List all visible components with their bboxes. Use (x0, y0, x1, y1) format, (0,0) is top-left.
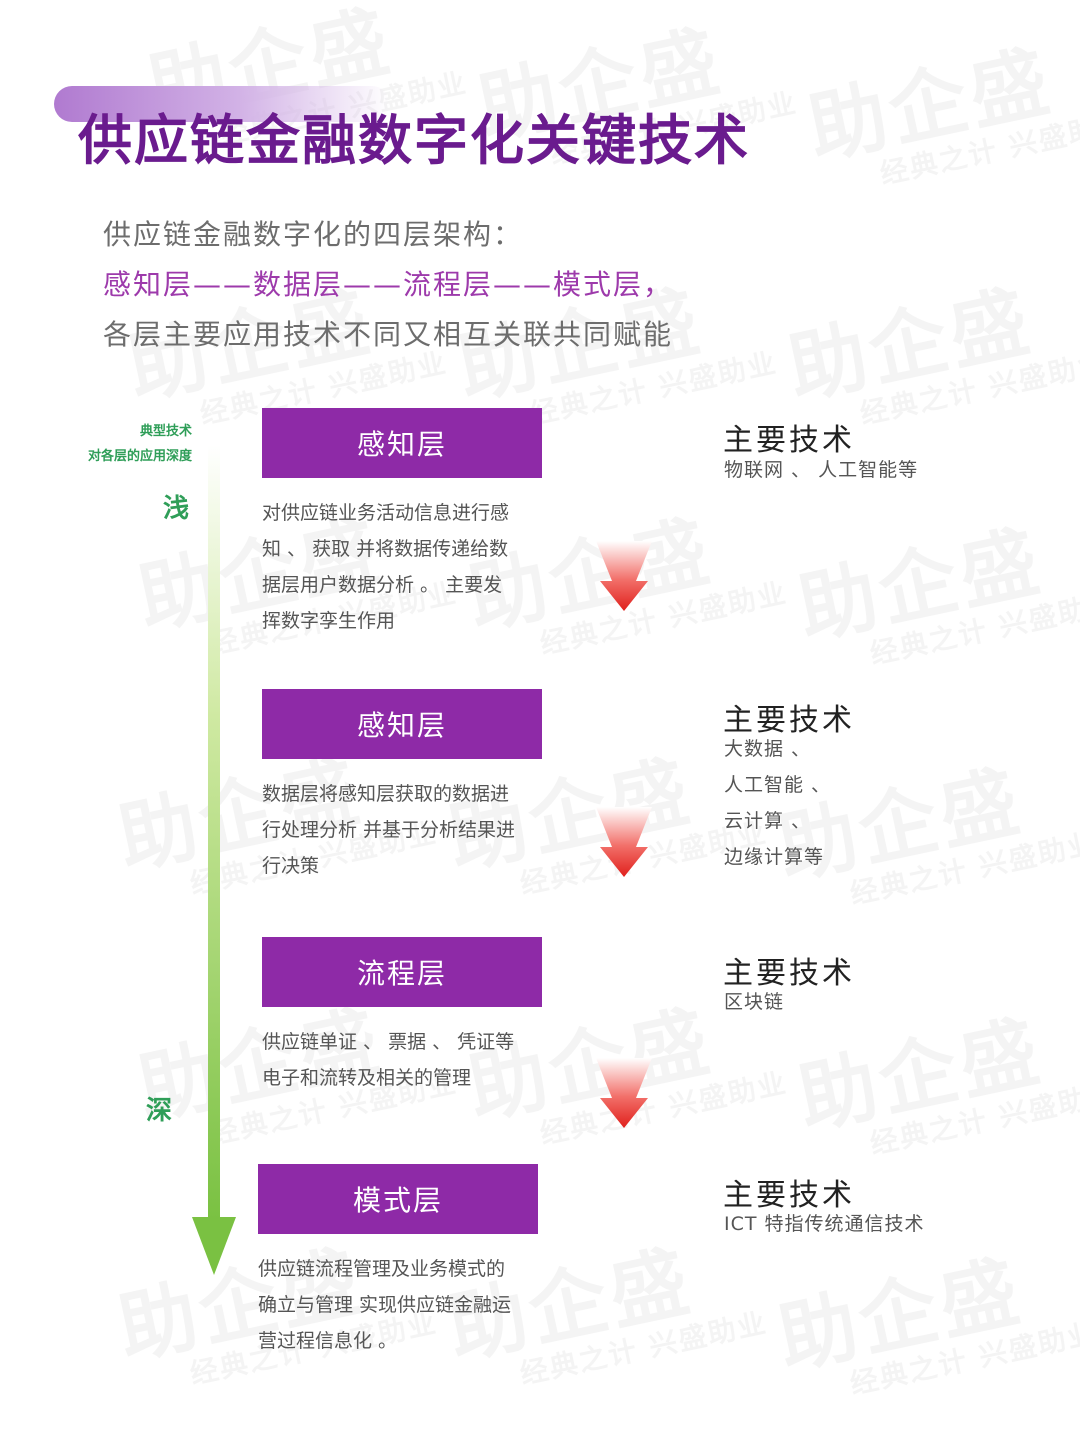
tech-list: ICT 特指传统通信技术 (724, 1206, 925, 1242)
tech-item: 物联网 、 人工智能等 (724, 459, 919, 481)
tech-item: 边缘计算等 (724, 846, 825, 868)
legend-label: 对各层的应用深度 (87, 449, 192, 464)
tech-title: 主要技术 (723, 703, 855, 738)
tech-item: 云计算 、 (724, 810, 812, 832)
desc-line: 供应链流程管理及业务模式的 (258, 1258, 506, 1280)
desc-line: 数据层将感知层获取的数据进 (262, 783, 510, 805)
watermark: 助企盛经典之计 兴盛助业 (771, 1239, 1080, 1411)
layer-description: 供应链流程管理及业务模式的 确立与管理 实现供应链金融运 营过程信息化 。 (258, 1251, 548, 1359)
desc-line: 知 、 获取 并将数据传递给数 (262, 538, 509, 560)
down-arrow-icon (596, 541, 652, 611)
depth-arrow (192, 445, 236, 1275)
tech-title: 主要技术 (723, 1178, 855, 1213)
watermark: 助企盛经典之计 兴盛助业 (801, 29, 1080, 201)
layer-description: 数据层将感知层获取的数据进 行处理分析 并基于分析结果进 行决策 (262, 776, 552, 884)
desc-line: 电子和流转及相关的管理 (262, 1067, 472, 1089)
desc-line: 据层用户数据分析 。 主要发 (262, 574, 503, 596)
intro-line: 各层主要应用技术不同又相互关联共同赋能 (103, 318, 674, 351)
layer-box-process: 流程层 (262, 937, 542, 1007)
intro: 供应链金融数字化的四层架构： 感知层——数据层——流程层——模式层， 各层主要应… (103, 210, 673, 360)
layer-box-model: 模式层 (258, 1164, 538, 1234)
tech-title: 主要技术 (723, 956, 855, 991)
page-title: 供应链金融数字化关键技术 (78, 109, 750, 172)
tech-item: 人工智能 、 (724, 774, 832, 796)
tech-list: 大数据 、 人工智能 、 云计算 、 边缘计算等 (724, 731, 831, 875)
tech-item: 大数据 、 (724, 738, 812, 760)
desc-line: 营过程信息化 。 (258, 1330, 398, 1352)
watermark: 助企盛经典之计 兴盛助业 (791, 999, 1080, 1171)
legend-label: 典型技术 (139, 424, 192, 439)
depth-deep-label: 深 (146, 1096, 173, 1126)
watermark: 助企盛经典之计 兴盛助业 (791, 509, 1080, 681)
down-arrow-icon (596, 1058, 652, 1128)
tech-item: ICT 特指传统通信技术 (724, 1213, 925, 1235)
tech-item: 区块链 (724, 991, 785, 1013)
desc-line: 供应链单证 、 票据 、 凭证等 (262, 1031, 515, 1053)
desc-line: 确立与管理 实现供应链金融运 (258, 1294, 512, 1316)
depth-shallow-label: 浅 (163, 494, 190, 524)
desc-line: 行处理分析 并基于分析结果进 (262, 819, 516, 841)
layer-description: 供应链单证 、 票据 、 凭证等 电子和流转及相关的管理 (262, 1024, 552, 1096)
desc-line: 挥数字孪生作用 (262, 610, 396, 632)
tech-list: 物联网 、 人工智能等 (724, 452, 918, 488)
intro-line: 供应链金融数字化的四层架构： (103, 218, 524, 251)
down-arrow-icon (596, 807, 652, 877)
title-highlight (54, 86, 390, 122)
intro-layers-line: 感知层——数据层——流程层——模式层， (103, 268, 674, 301)
desc-line: 对供应链业务活动信息进行感 (262, 502, 510, 524)
tech-list: 区块链 (724, 984, 784, 1020)
layer-box-perception: 感知层 (262, 408, 542, 478)
tech-title: 主要技术 (723, 423, 855, 458)
layer-box-data: 感知层 (262, 689, 542, 759)
layer-description: 对供应链业务活动信息进行感 知 、 获取 并将数据传递给数 据层用户数据分析 。… (262, 495, 552, 639)
desc-line: 行决策 (262, 855, 320, 877)
